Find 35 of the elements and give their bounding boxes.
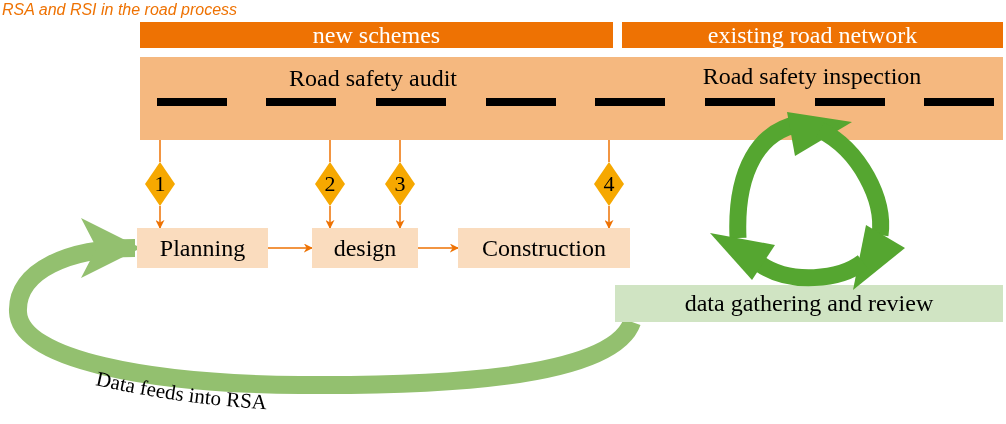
box-label: Planning bbox=[159, 234, 246, 262]
numbered-diamond bbox=[594, 162, 624, 206]
process-band bbox=[140, 57, 1003, 140]
numbered-diamond bbox=[385, 162, 415, 206]
connector-line bbox=[159, 139, 161, 163]
arrow bbox=[155, 205, 165, 229]
step-number: 3 bbox=[394, 171, 406, 197]
box-label: data gathering and review bbox=[684, 290, 934, 317]
box-label: Construction bbox=[482, 234, 606, 262]
connector-line bbox=[608, 139, 610, 163]
header-label: new schemes bbox=[312, 21, 441, 49]
process-box bbox=[615, 285, 1003, 322]
process-box bbox=[458, 228, 630, 268]
box-label: design bbox=[333, 234, 397, 262]
arrow bbox=[604, 205, 614, 229]
numbered-diamond bbox=[145, 162, 175, 206]
step-number: 2 bbox=[324, 171, 336, 197]
arrow bbox=[267, 243, 313, 253]
step-number: 4 bbox=[603, 171, 615, 197]
arrow bbox=[417, 243, 459, 253]
numbered-diamond bbox=[315, 162, 345, 206]
connector-line bbox=[329, 139, 331, 163]
arrow bbox=[395, 205, 405, 229]
band-label: Road safety audit bbox=[289, 64, 457, 92]
header-label: existing road network bbox=[707, 21, 918, 49]
category-bar bbox=[140, 22, 613, 48]
band-label: Road safety inspection bbox=[702, 62, 922, 90]
connector-line bbox=[399, 139, 401, 163]
process-box bbox=[312, 228, 418, 268]
category-bar bbox=[622, 22, 1003, 48]
process-box bbox=[137, 228, 268, 268]
arrow bbox=[325, 205, 335, 229]
diagram-title: RSA and RSI in the road process bbox=[2, 1, 238, 19]
step-number: 1 bbox=[154, 171, 166, 197]
edge-label: Data feeds into RSA bbox=[93, 366, 268, 415]
